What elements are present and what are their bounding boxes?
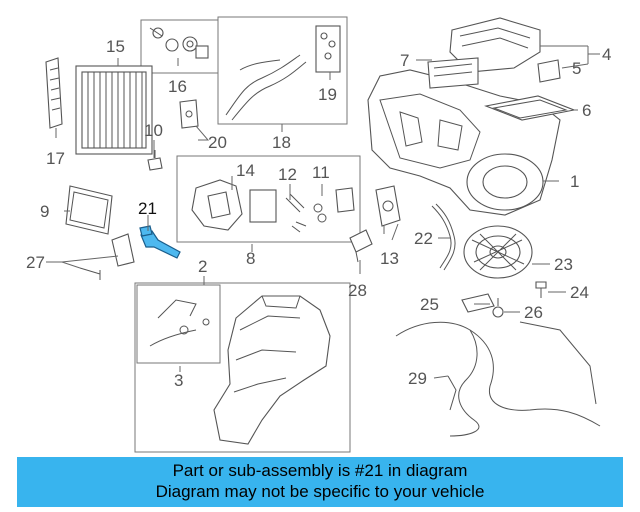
callout-13: 13 bbox=[380, 249, 399, 268]
callout-29: 29 bbox=[408, 369, 427, 388]
resistor-part bbox=[461, 293, 495, 313]
flap-linkage-part bbox=[149, 299, 210, 347]
callout-24: 24 bbox=[570, 283, 589, 302]
drain-hose-part bbox=[431, 203, 456, 271]
bolt-part bbox=[492, 298, 504, 318]
connector-part bbox=[349, 229, 373, 263]
callout-15: 15 bbox=[106, 37, 125, 56]
callout-6: 6 bbox=[582, 101, 591, 120]
callout-9: 9 bbox=[40, 202, 49, 221]
callout-18: 18 bbox=[272, 133, 291, 152]
temperature-sensor-part-21 bbox=[139, 225, 181, 259]
callout-3: 3 bbox=[174, 371, 183, 390]
cabin-filter-part bbox=[65, 185, 113, 235]
callout-4: 4 bbox=[602, 45, 611, 64]
group-box-2 bbox=[134, 282, 351, 453]
group-box-8 bbox=[176, 155, 361, 243]
hvac-housing-part bbox=[367, 69, 561, 216]
callout-25: 25 bbox=[420, 295, 439, 314]
callout-12: 12 bbox=[278, 165, 297, 184]
callout-23: 23 bbox=[554, 255, 573, 274]
callout-8: 8 bbox=[246, 249, 255, 268]
screw-part bbox=[535, 281, 547, 298]
clip-set-part bbox=[149, 27, 209, 59]
callout-27: 27 bbox=[26, 253, 45, 272]
callout-11: 11 bbox=[312, 163, 330, 182]
callout-19: 19 bbox=[318, 85, 337, 104]
sensor-mount-part bbox=[191, 179, 277, 231]
flap-motor-part bbox=[375, 185, 401, 227]
actuator-part bbox=[79, 233, 135, 280]
o-ring-set-part bbox=[315, 25, 341, 73]
callout-26: 26 bbox=[524, 303, 543, 322]
callout-7: 7 bbox=[400, 51, 409, 70]
parts-diagram: 15 17 16 18 19 20 10 9 27 21 14 12 11 8 … bbox=[26, 16, 611, 453]
callout-2: 2 bbox=[198, 257, 207, 276]
bracket-part bbox=[179, 99, 199, 129]
callout-20: 20 bbox=[208, 133, 227, 152]
valve-part bbox=[147, 150, 163, 171]
seal-strip-part bbox=[45, 57, 63, 129]
callout-28: 28 bbox=[348, 281, 367, 300]
callout-1: 1 bbox=[570, 172, 579, 191]
callout-14: 14 bbox=[236, 161, 255, 180]
wiring-harness-part bbox=[395, 321, 601, 437]
distribution-housing-part bbox=[213, 295, 331, 445]
refrigerant-line-part bbox=[225, 54, 307, 121]
upper-housing-part bbox=[427, 17, 561, 89]
pollen-filter-part bbox=[484, 95, 576, 121]
banner-line-1: Part or sub-assembly is #21 in diagram bbox=[172, 461, 468, 480]
group-box-3 bbox=[136, 284, 221, 364]
callout-16: 16 bbox=[168, 77, 187, 96]
info-banner: Part or sub-assembly is #21 in diagram D… bbox=[17, 457, 623, 507]
callout-17: 17 bbox=[46, 149, 65, 168]
blower-motor-part bbox=[463, 225, 533, 279]
callout-10: 10 bbox=[144, 121, 163, 140]
banner-line-2: Diagram may not be specific to your vehi… bbox=[155, 482, 485, 501]
callout-5: 5 bbox=[572, 59, 581, 78]
callout-22: 22 bbox=[414, 229, 433, 248]
callout-21: 21 bbox=[138, 199, 157, 218]
clips-part bbox=[285, 187, 355, 233]
evaporator-core-part bbox=[75, 65, 153, 155]
